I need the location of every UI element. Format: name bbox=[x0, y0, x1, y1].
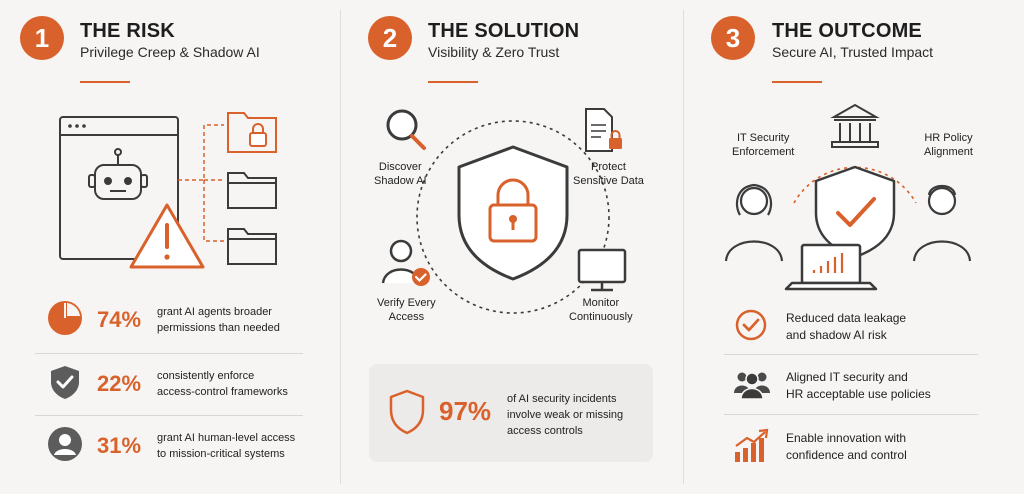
person-woman-icon bbox=[724, 183, 784, 262]
arc bbox=[793, 166, 917, 204]
stat-value: 74% bbox=[97, 307, 142, 332]
divider bbox=[724, 354, 978, 355]
step-number: 3 bbox=[711, 16, 755, 60]
government-building-icon bbox=[830, 103, 880, 148]
panel-risk: 1 THE RISK Privilege Creep & Shadow AI bbox=[0, 0, 340, 494]
stat-value: 22% bbox=[97, 371, 142, 396]
divider bbox=[35, 353, 303, 354]
browser-window-icon bbox=[59, 116, 179, 260]
panel-subtitle: Privilege Creep & Shadow AI bbox=[80, 44, 260, 60]
outcome-illustration bbox=[724, 103, 972, 291]
accent-rule bbox=[428, 81, 478, 83]
panel-subtitle: Secure AI, Trusted Impact bbox=[772, 44, 934, 60]
robot-icon bbox=[88, 148, 148, 200]
shield-check-icon bbox=[814, 165, 896, 259]
step-number: 2 bbox=[368, 16, 412, 60]
folder-icon bbox=[227, 172, 277, 209]
locked-document-icon bbox=[585, 108, 622, 152]
check-circle-icon bbox=[735, 309, 767, 341]
person-man-icon bbox=[912, 184, 972, 262]
divider bbox=[35, 415, 303, 416]
monitor-icon bbox=[577, 248, 627, 292]
panel-divider bbox=[340, 10, 341, 484]
risk-illustration bbox=[59, 112, 277, 269]
panel-solution: 2 THE SOLUTION Visibility & Zero Trust bbox=[341, 0, 683, 494]
group-icon bbox=[734, 372, 770, 400]
solution-illustration bbox=[381, 108, 627, 314]
locked-folder-icon bbox=[227, 112, 277, 153]
pie-chart-icon bbox=[48, 301, 82, 335]
shield-outline-icon bbox=[389, 389, 425, 435]
panel-title: THE OUTCOME bbox=[772, 20, 922, 42]
growth-chart-icon bbox=[735, 428, 769, 462]
panel-title: THE RISK bbox=[80, 20, 175, 42]
shield-check-icon bbox=[51, 366, 79, 399]
card-value: 97% bbox=[439, 396, 492, 426]
orbit-ring bbox=[416, 120, 610, 314]
divider bbox=[724, 414, 978, 415]
panel-outcome: 3 THE OUTCOME Secure AI, Trusted Impact bbox=[684, 0, 1024, 494]
stat-value: 31% bbox=[97, 433, 142, 458]
accent-rule bbox=[772, 81, 822, 83]
magnifier-icon bbox=[386, 109, 426, 150]
accent-rule bbox=[80, 81, 130, 83]
connector-lines bbox=[178, 124, 224, 242]
panel-subtitle: Visibility & Zero Trust bbox=[428, 44, 560, 60]
panel-title: THE SOLUTION bbox=[428, 20, 580, 42]
user-circle-icon bbox=[48, 427, 82, 461]
shield-lock-icon bbox=[457, 145, 569, 281]
user-verified-icon bbox=[381, 239, 430, 286]
warning-icon bbox=[129, 203, 205, 269]
step-number: 1 bbox=[20, 16, 64, 60]
folder-icon bbox=[227, 228, 277, 265]
laptop-chart-icon bbox=[784, 243, 878, 291]
panel-divider bbox=[683, 10, 684, 484]
